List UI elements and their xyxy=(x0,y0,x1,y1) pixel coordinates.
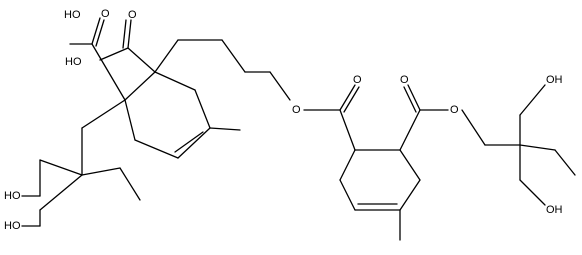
ester2-link-oxygen: O xyxy=(450,104,459,116)
bond xyxy=(124,71,156,101)
bond xyxy=(39,174,83,211)
bond xyxy=(221,39,246,73)
ester-2 xyxy=(399,84,486,151)
bond xyxy=(399,179,421,211)
bond xyxy=(461,109,486,146)
ester1-link-oxygen: O xyxy=(292,104,301,116)
bond xyxy=(519,144,556,151)
bond xyxy=(39,159,83,176)
keto-acid-group xyxy=(99,19,156,73)
bond xyxy=(119,167,141,201)
bond xyxy=(177,127,211,159)
right-diol-hydroxyl-lower: OH xyxy=(546,204,563,216)
bond xyxy=(127,19,132,49)
bond xyxy=(81,99,126,129)
bond xyxy=(407,84,421,111)
bond xyxy=(339,84,356,111)
right-diol-hydroxyl-upper: OH xyxy=(546,74,563,86)
methyl-bond xyxy=(209,127,241,131)
bond xyxy=(91,43,126,101)
ester1-carbonyl-oxygen: O xyxy=(353,74,362,86)
bond xyxy=(91,17,101,45)
bond xyxy=(399,149,421,181)
left-diol-hydroxyl-lower: HO xyxy=(4,220,21,232)
bond xyxy=(339,149,356,181)
bond xyxy=(124,99,136,141)
butyl-linker xyxy=(154,39,291,101)
bond-double xyxy=(95,19,105,47)
bond xyxy=(154,39,179,73)
ester2-carbonyl-oxygen: O xyxy=(400,74,409,86)
bond xyxy=(194,89,211,129)
bond-double xyxy=(343,86,360,113)
left-diol-hydroxyl-upper: HO xyxy=(4,190,21,202)
diol-branch-right xyxy=(484,84,576,206)
bond xyxy=(269,71,291,101)
diol-branch-left xyxy=(21,99,141,227)
atom-labels: HO HO O O HO HO O O O O OH OH xyxy=(4,8,563,232)
acid-hydroxyl-label-2: HO xyxy=(65,56,82,68)
ester-1 xyxy=(303,84,360,151)
carboxyl-oxygen-label: O xyxy=(101,8,110,20)
bond xyxy=(399,109,421,151)
bond xyxy=(339,179,356,211)
bond-double xyxy=(403,86,417,113)
carboxylic-acid-group xyxy=(69,17,126,101)
bond xyxy=(339,109,356,151)
bond xyxy=(554,149,576,176)
bond xyxy=(99,47,129,61)
bond xyxy=(519,84,546,116)
bond xyxy=(154,71,196,91)
bond xyxy=(134,139,179,159)
bond xyxy=(127,47,156,73)
bond-double xyxy=(122,19,127,49)
acid-hydroxyl-label: HO xyxy=(64,9,81,21)
bond-double xyxy=(174,131,204,153)
bond xyxy=(81,167,121,176)
bond xyxy=(519,179,546,206)
right-ring xyxy=(339,149,421,241)
ketone-oxygen-label: O xyxy=(128,9,137,21)
left-ring xyxy=(124,71,241,159)
